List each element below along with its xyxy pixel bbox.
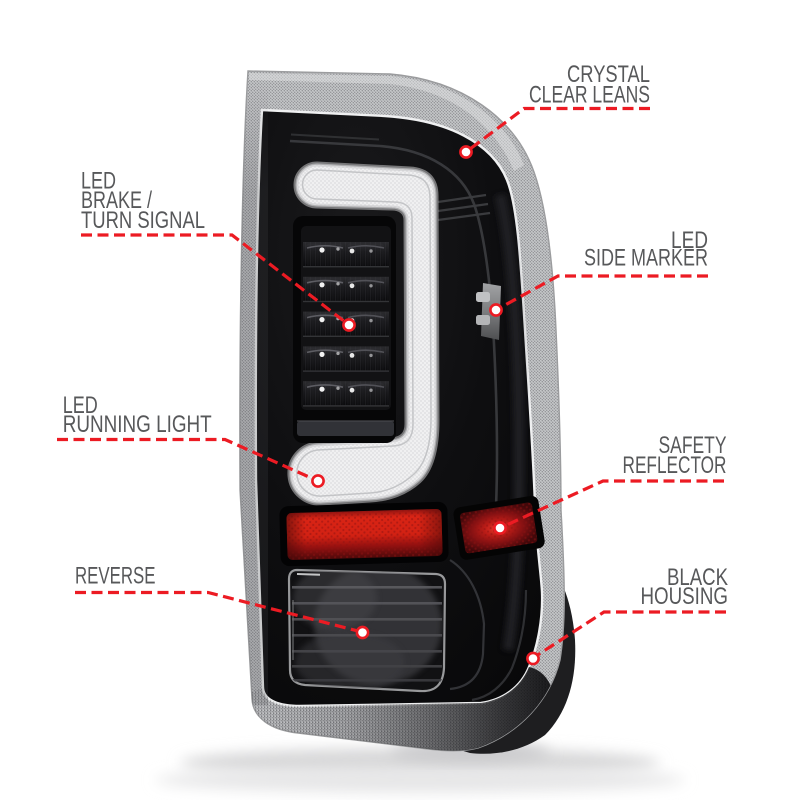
svg-text:REFLECTOR: REFLECTOR — [623, 452, 727, 479]
svg-text:HOUSING: HOUSING — [641, 583, 729, 610]
svg-text:SAFETY: SAFETY — [659, 432, 727, 459]
svg-text:TURN SIGNAL: TURN SIGNAL — [81, 207, 205, 234]
svg-text:LED: LED — [81, 168, 116, 195]
svg-text:BRAKE /: BRAKE / — [81, 187, 152, 214]
svg-text:LED: LED — [671, 227, 708, 254]
svg-text:SIDE MARKER: SIDE MARKER — [584, 245, 708, 272]
svg-text:CLEAR LEANS: CLEAR LEANS — [529, 82, 650, 109]
svg-text:BLACK: BLACK — [667, 564, 728, 591]
svg-text:CRYSTAL: CRYSTAL — [567, 61, 650, 88]
svg-text:REVERSE: REVERSE — [75, 563, 156, 590]
svg-text:LED: LED — [63, 392, 98, 419]
svg-text:RUNNING LIGHT: RUNNING LIGHT — [63, 411, 212, 438]
